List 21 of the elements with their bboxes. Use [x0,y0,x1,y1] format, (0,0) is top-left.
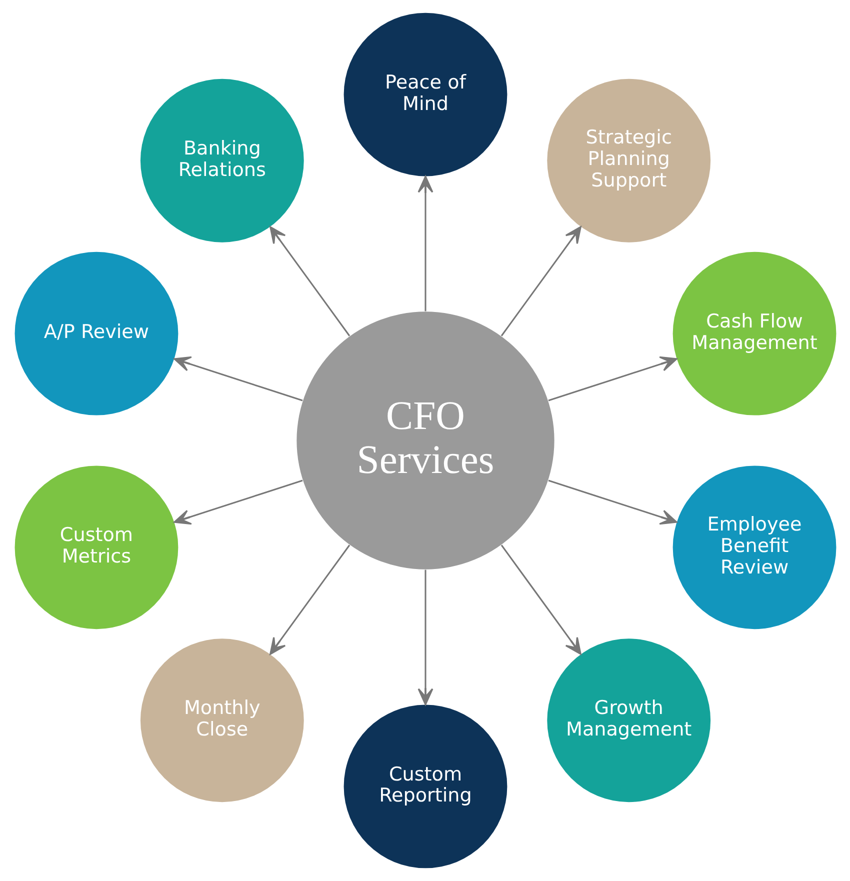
node-circle: A/P Review [14,252,178,416]
node-circle: Cash Flow Management [672,252,836,416]
arrow [548,356,677,402]
node-circle: Employee Benefit Review [672,466,836,630]
arrow [417,176,433,312]
arrow [173,356,302,402]
node-circle: Custom Metrics [14,466,178,630]
node-circle: Peace of Mind [343,12,507,176]
node-circle: Custom Reporting [343,704,507,868]
arrow [173,480,302,525]
arrow [500,226,581,336]
node-circle: CFO Services [296,312,554,570]
node-circle: Monthly Close [140,638,304,802]
node-circle: Strategic Planning Support [546,78,710,242]
arrow [548,480,677,525]
node-circle: Banking Relations [140,78,304,242]
arrow [269,226,350,336]
arrow [417,570,433,706]
node-circle: Growth Management [546,638,710,802]
arrow [269,544,350,655]
arrow [500,544,581,655]
